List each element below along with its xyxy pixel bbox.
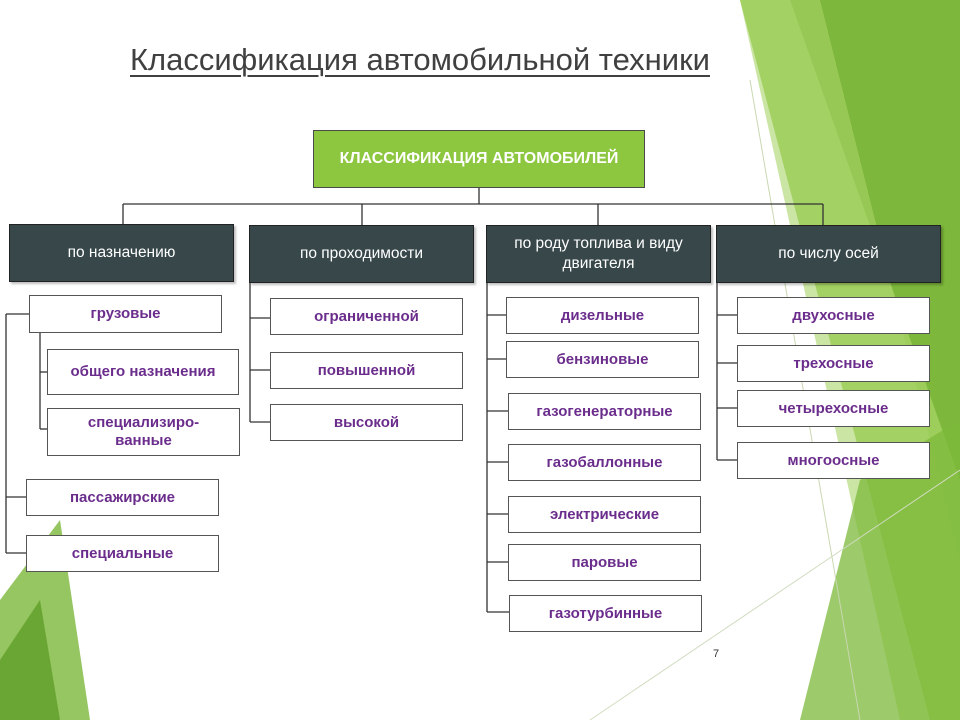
- item-gas-cylinder: газобаллонные: [508, 444, 701, 481]
- item-three-axle: трехосные: [737, 345, 930, 382]
- item-special: специальные: [26, 535, 219, 572]
- item-increased: повышенной: [270, 352, 463, 389]
- page-number: 7: [713, 648, 720, 660]
- item-passenger: пассажирские: [26, 479, 219, 516]
- category-purpose: по назначению: [9, 224, 234, 282]
- category-fuel-engine: по роду топлива и виду двигателя: [486, 225, 711, 283]
- item-two-axle: двухосные: [737, 297, 930, 334]
- item-general-purpose: общего назначения: [47, 349, 239, 395]
- category-cross-country: по проходимости: [249, 225, 474, 283]
- root-node: КЛАССИФИКАЦИЯ АВТОМОБИЛЕЙ: [313, 130, 645, 188]
- item-diesel: дизельные: [506, 297, 699, 334]
- item-multi-axle: многоосные: [737, 442, 930, 479]
- item-limited: ограниченной: [270, 298, 463, 335]
- category-axles: по числу осей: [716, 225, 941, 283]
- slide-title: Классификация автомобильной техники: [130, 42, 710, 77]
- item-gas-turbine: газотурбинные: [509, 595, 702, 632]
- item-steam: паровые: [508, 544, 701, 581]
- item-four-axle: четырехосные: [737, 390, 930, 427]
- item-electric: электрические: [508, 496, 701, 533]
- item-specialized: специализиро-ванные: [47, 408, 240, 456]
- item-high: высокой: [270, 404, 463, 441]
- item-gasoline: бензиновые: [506, 341, 699, 378]
- item-gas-generator: газогенераторные: [508, 393, 701, 430]
- item-trucks: грузовые: [29, 295, 222, 333]
